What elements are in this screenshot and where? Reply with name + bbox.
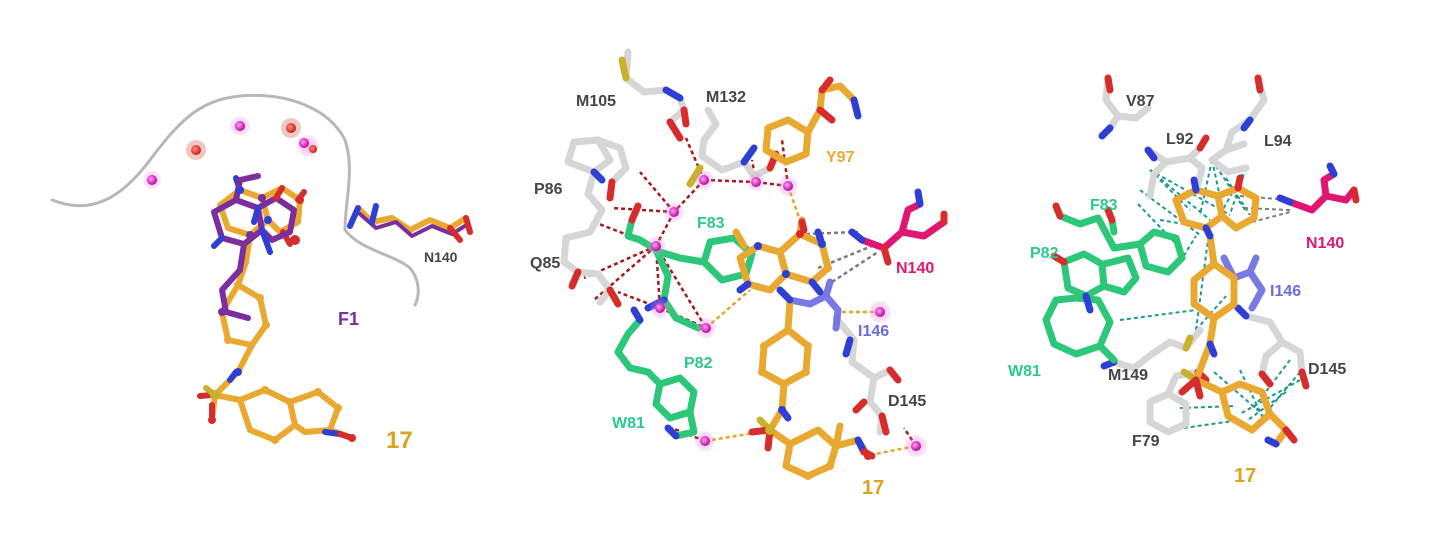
label-y97: Y97 xyxy=(826,149,855,166)
label-p82-p3: P82 xyxy=(1030,245,1059,262)
water-site xyxy=(695,431,715,451)
label-w81-p2: W81 xyxy=(612,415,645,432)
ligand-overlay-panel-1 xyxy=(197,173,356,444)
water-site xyxy=(664,202,684,222)
label-n140-p2: N140 xyxy=(896,260,934,277)
water-molecule xyxy=(286,123,296,133)
residue-n140-p2 xyxy=(848,188,948,266)
compound-17-sticks-p3 xyxy=(1172,184,1290,448)
green-residue-heteroatoms-p3 xyxy=(1050,202,1116,314)
residue-y97 xyxy=(762,76,862,166)
label-m105: M105 xyxy=(576,93,616,110)
pocket-surface-outline xyxy=(50,93,420,307)
label-f79: F79 xyxy=(1132,433,1160,450)
label-n140-p3: N140 xyxy=(1306,235,1344,252)
grey-residue-heteroatoms-p3 xyxy=(1098,74,1310,390)
compound-17-heteroatoms-p3 xyxy=(1178,174,1298,448)
grey-residue-heteroatoms-p2 xyxy=(568,56,902,436)
label-q85: Q85 xyxy=(530,255,560,272)
panel-3-hydrophobic-contacts: V87 L92 L94 F83 N140 P82 I146 W81 M149 D… xyxy=(1008,74,1360,487)
waters-panel-1 xyxy=(143,116,319,189)
green-residues-p2 xyxy=(614,202,756,440)
fragment-f1-heteroatoms xyxy=(211,185,285,255)
water-molecule xyxy=(147,175,157,185)
ligand-atom-balls-p1 xyxy=(208,186,356,444)
label-i146-p2: I146 xyxy=(858,323,889,340)
label-d145-p2: D145 xyxy=(888,393,926,410)
waters-panel-2 xyxy=(646,170,927,457)
panel-2-interaction-network: M105 M132 Y97 P86 F83 N140 Q85 I146 P82 … xyxy=(530,48,948,499)
label-f83-p2: F83 xyxy=(697,215,725,232)
water-site xyxy=(650,298,670,318)
water-molecule xyxy=(309,145,317,153)
residue-i146-p3 xyxy=(1220,254,1266,312)
label-v87: V87 xyxy=(1126,93,1155,110)
water-site xyxy=(905,435,927,457)
label-compound-17-p3: 17 xyxy=(1234,465,1256,487)
water-site xyxy=(778,176,798,196)
water-site xyxy=(747,173,765,191)
label-w81-p3: W81 xyxy=(1008,363,1041,380)
label-l92: L92 xyxy=(1166,131,1194,148)
label-m149: M149 xyxy=(1108,367,1148,384)
water-molecule xyxy=(299,138,309,148)
water-site xyxy=(696,318,716,338)
label-i146-p3: I146 xyxy=(1270,283,1301,300)
green-residues-p3 xyxy=(1042,212,1186,364)
compound-17-atom-balls-p2 xyxy=(754,230,872,480)
label-compound-17-p1: 17 xyxy=(386,427,413,454)
label-m132: M132 xyxy=(706,89,746,106)
label-f83-p3: F83 xyxy=(1090,197,1118,214)
label-f1: F1 xyxy=(338,309,359,329)
water-molecule xyxy=(235,121,245,131)
label-l94: L94 xyxy=(1264,133,1292,150)
water-site xyxy=(694,170,714,190)
residue-n140-p3 xyxy=(1276,162,1360,214)
residue-n140-p1 xyxy=(347,203,473,243)
water-site xyxy=(646,236,666,256)
label-p82-p2: P82 xyxy=(684,355,713,372)
panel-1-binding-overlay: N140 F1 17 xyxy=(50,93,473,454)
label-d145-p3: D145 xyxy=(1308,361,1346,378)
label-p86: P86 xyxy=(534,181,563,198)
grey-residues-p2 xyxy=(560,48,902,436)
water-molecule xyxy=(191,145,201,155)
label-n140-p1: N140 xyxy=(424,249,458,265)
residue-i146-p2 xyxy=(786,278,842,332)
water-site xyxy=(869,301,891,323)
label-compound-17-p2: 17 xyxy=(862,477,884,499)
